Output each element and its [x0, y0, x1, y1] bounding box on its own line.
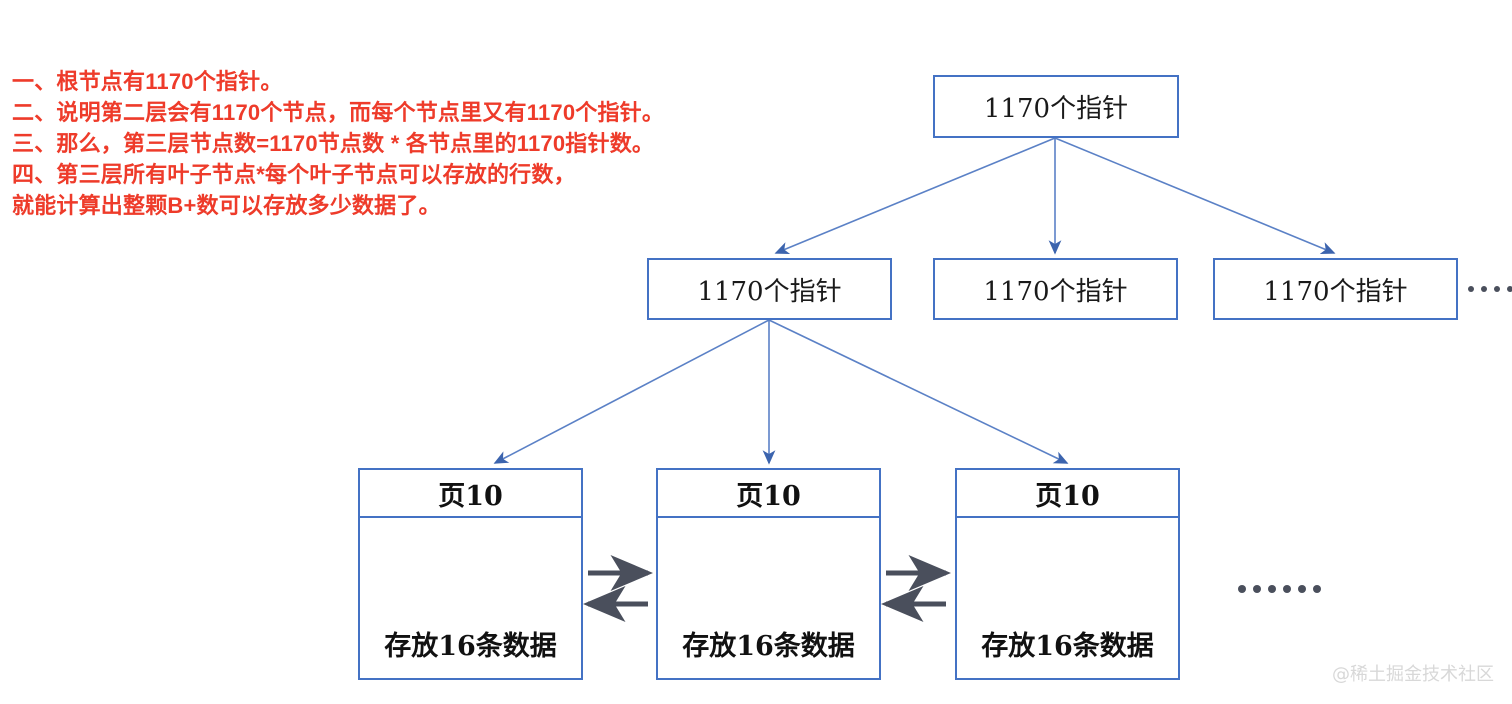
ellipsis-dot: [1283, 585, 1291, 593]
ellipsis-dot: [1253, 585, 1261, 593]
node-level2-2-label: 1170个指针: [983, 276, 1128, 307]
leaf-node-3-body: 存放16条数据: [957, 518, 1178, 678]
ellipsis-dot: [1313, 585, 1321, 593]
ellipsis-dot: [1268, 585, 1276, 593]
leaf-node-3-header-label: 页10: [1035, 480, 1100, 512]
leaf-node-2[interactable]: 页10 存放16条数据: [656, 468, 881, 680]
leaf-node-2-body-label: 存放16条数据: [682, 631, 855, 662]
leaf-node-2-header-label: 页10: [736, 480, 801, 512]
node-root-label: 1170个指针: [983, 94, 1129, 124]
leaf-node-2-body: 存放16条数据: [658, 518, 879, 678]
leaf-node-1-header: 页10: [360, 470, 581, 518]
level2-overflow-ellipsis: [1468, 286, 1512, 292]
node-level2-3[interactable]: 1170个指针: [1213, 258, 1458, 320]
leaf-node-1[interactable]: 页10 存放16条数据: [358, 468, 583, 680]
ellipsis-dot: [1494, 286, 1500, 292]
leaf-node-1-body-label: 存放16条数据: [384, 631, 557, 662]
node-root[interactable]: 1170个指针: [933, 75, 1179, 138]
leaf-node-2-header: 页10: [658, 470, 879, 518]
node-level2-3-label: 1170个指针: [1263, 276, 1408, 307]
note-line-2: 二、说明第二层会有1170个节点，而每个节点里又有1170个指针。: [12, 100, 665, 125]
watermark: @稀土掘金技术社区: [1332, 664, 1494, 685]
leaf-node-3[interactable]: 页10 存放16条数据: [955, 468, 1180, 680]
leaf-node-3-header: 页10: [957, 470, 1178, 518]
note-line-5: 就能计算出整颗B+数可以存放多少数据了。: [12, 193, 441, 218]
node-level2-1[interactable]: 1170个指针: [647, 258, 892, 320]
level2-to-leaves-arrows: [493, 319, 1069, 465]
ellipsis-dot: [1298, 585, 1306, 593]
note-line-4: 四、第三层所有叶子节点*每个叶子节点可以存放的行数，: [12, 162, 576, 187]
notes-block: 一、根节点有1170个指针。 二、说明第二层会有1170个节点，而每个节点里又有…: [12, 66, 872, 221]
ellipsis-dot: [1481, 286, 1487, 292]
leaf-node-3-body-label: 存放16条数据: [981, 631, 1154, 662]
ellipsis-dot: [1507, 286, 1512, 292]
leaf-node-1-header-label: 页10: [438, 480, 503, 512]
leaves-overflow-ellipsis: [1238, 585, 1321, 593]
node-level2-2[interactable]: 1170个指针: [933, 258, 1178, 320]
note-line-1: 一、根节点有1170个指针。: [12, 69, 283, 94]
leaf-node-1-body: 存放16条数据: [360, 518, 581, 678]
ellipsis-dot: [1238, 585, 1246, 593]
note-line-3: 三、那么，第三层节点数=1170节点数 * 各节点里的1170指针数。: [12, 131, 655, 156]
node-level2-1-label: 1170个指针: [697, 276, 842, 307]
ellipsis-dot: [1468, 286, 1474, 292]
